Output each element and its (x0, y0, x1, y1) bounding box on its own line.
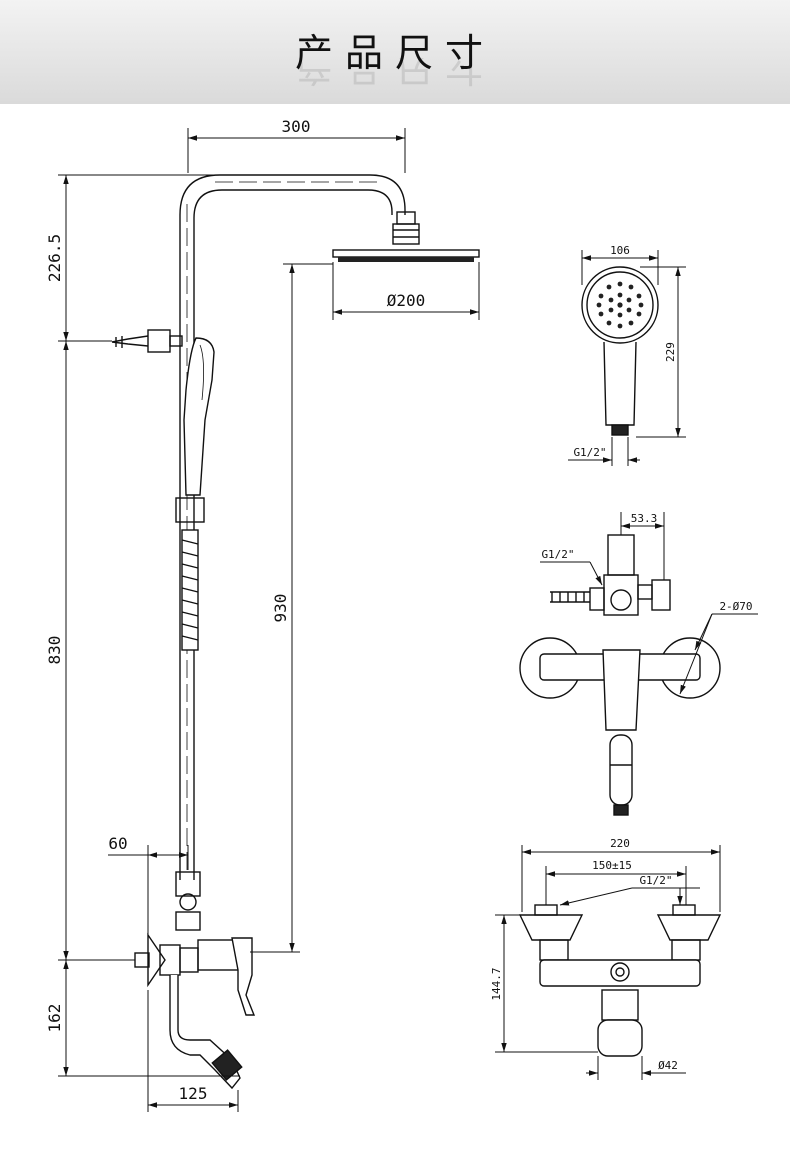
dim-mixer-height: 144.7 (490, 967, 503, 1000)
dim-flange-diameter: 2-Ø70 (719, 600, 752, 613)
page-title: 产品尺寸 (294, 31, 495, 75)
dim-mixer-offset: 60 (108, 834, 127, 853)
dim-head-diameter: Ø200 (387, 291, 426, 310)
dim-arm-length: 300 (282, 117, 311, 136)
dim-mixer-thread: G1/2" (639, 874, 672, 887)
bath-mixer (134, 871, 256, 1090)
dim-mixer-width: 220 (610, 837, 630, 850)
dim-diverter-offset: 53.3 (631, 512, 658, 525)
dim-outlet-diameter: Ø42 (658, 1059, 678, 1072)
shower-column (179, 174, 420, 880)
dim-hand-length: 229 (664, 342, 677, 362)
dim-hand-thread: G1/2" (573, 446, 606, 459)
dim-mixer-centers: 150±15 (592, 859, 632, 872)
dim-top-offset: 226.5 (45, 234, 64, 282)
dim-spout-length: 125 (179, 1084, 208, 1103)
handheld-shower (111, 329, 215, 651)
hand-shower-detail (568, 250, 686, 466)
mixer-top-detail (495, 845, 722, 1080)
dim-hand-width: 106 (610, 244, 630, 257)
dim-head-height: 930 (271, 594, 290, 623)
rain-shower-head (332, 249, 480, 262)
dim-bottom-height: 162 (45, 1004, 64, 1033)
mixer-front-detail (519, 512, 758, 816)
dim-diverter-thread: G1/2" (541, 548, 574, 561)
dim-riser-length: 830 (45, 636, 64, 665)
header-bar: 产品尺寸 产品尺寸 (0, 0, 790, 104)
